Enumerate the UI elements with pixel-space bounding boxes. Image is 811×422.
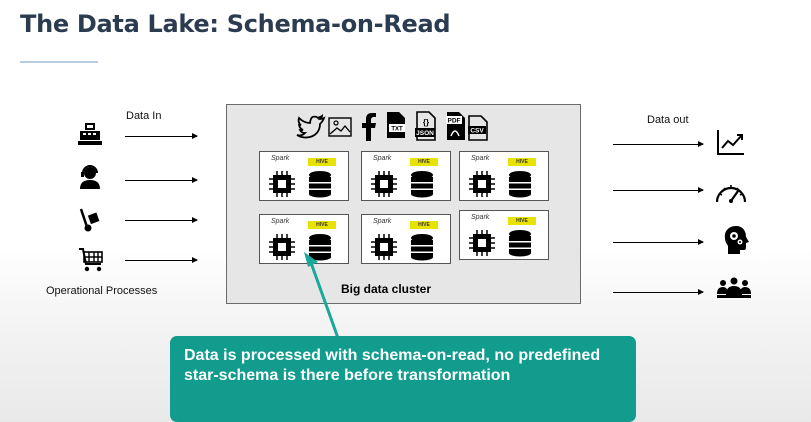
- txt-file-icon: TXT: [387, 112, 405, 138]
- data-in-arrow-3: [125, 217, 198, 223]
- head-gears-icon: [724, 226, 749, 254]
- callout-text: Data is processed with schema-on-read, n…: [184, 347, 601, 384]
- operational-processes-label: Operational Processes: [46, 285, 158, 297]
- cluster-node: Spark HIVE: [259, 214, 349, 264]
- json-braces-glyph: {}: [423, 118, 429, 127]
- hive-logo: HIVE: [508, 158, 536, 166]
- spark-logo: Spark: [271, 155, 290, 162]
- csv-file-icon: CSV: [468, 115, 488, 141]
- cpu-database-icons: [371, 234, 433, 261]
- spark-logo: Spark: [271, 218, 290, 225]
- file-label-txt: TXT: [391, 127, 403, 133]
- spark-logo: Spark: [471, 214, 490, 221]
- file-label-pdf: PDF: [448, 118, 461, 125]
- customer-service-icon: [80, 165, 100, 189]
- spark-logo: Spark: [373, 218, 392, 225]
- hive-logo: HIVE: [308, 158, 336, 166]
- data-out-label: Data out: [647, 114, 689, 126]
- facebook-icon: [362, 113, 376, 141]
- hand-truck-icon: [79, 208, 100, 232]
- cash-register-icon: [78, 123, 102, 145]
- group-icon: [717, 277, 751, 298]
- cluster-node: Spark HIVE: [361, 151, 451, 201]
- image-icon: [328, 117, 352, 137]
- data-in-arrow-1: [125, 133, 198, 139]
- data-out-arrow-2: [613, 187, 704, 193]
- callout-pointer-arrow: [304, 252, 340, 339]
- cluster-label: Big data cluster: [341, 282, 432, 296]
- hive-logo: HIVE: [308, 221, 336, 229]
- data-out-arrow-4: [613, 289, 704, 295]
- file-label-csv: CSV: [470, 128, 484, 135]
- data-in-label: Data In: [126, 110, 162, 122]
- hive-logo: HIVE: [508, 217, 536, 225]
- cpu-database-icons: [371, 171, 433, 198]
- cluster-node: Spark HIVE: [459, 210, 549, 260]
- pdf-file-icon: PDF: [446, 112, 465, 140]
- spark-logo: Spark: [373, 155, 392, 162]
- data-in-arrow-2: [125, 177, 198, 183]
- twitter-icon: [296, 114, 326, 139]
- cluster-node: Spark HIVE: [259, 151, 349, 201]
- cluster-node: Spark HIVE: [361, 214, 451, 264]
- cluster-node: Spark HIVE: [459, 151, 549, 201]
- cpu-database-icons: [269, 234, 331, 261]
- data-out-arrow-3: [613, 239, 704, 245]
- cpu-database-icons: [269, 171, 331, 198]
- cpu-database-icons: [469, 230, 531, 257]
- title-underline: [20, 61, 98, 63]
- cpu-database-icons: [469, 171, 531, 198]
- line-chart-icon: [717, 130, 744, 155]
- data-in-arrow-4: [125, 257, 198, 263]
- spark-logo: Spark: [471, 155, 490, 162]
- shopping-cart-icon: [79, 248, 103, 272]
- data-out-arrow-1: [613, 141, 704, 147]
- callout-box: Data is processed with schema-on-read, n…: [170, 336, 636, 422]
- hive-logo: HIVE: [410, 158, 438, 166]
- speedometer-icon: [715, 185, 747, 203]
- slide-title: The Data Lake: Schema-on-Read: [20, 10, 451, 38]
- json-file-icon: {} JSON: [415, 111, 436, 141]
- hive-logo: HIVE: [410, 221, 438, 229]
- file-label-json: JSON: [416, 130, 434, 137]
